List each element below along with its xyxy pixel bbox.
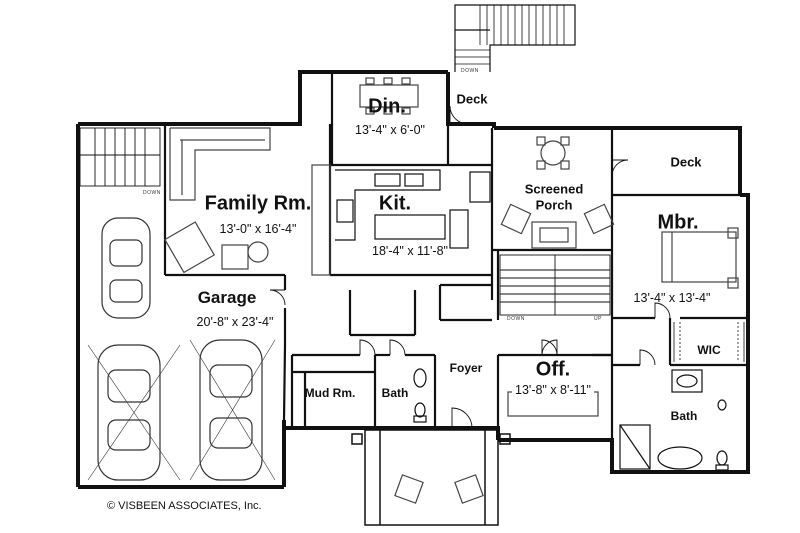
kitchen-counters: [335, 169, 491, 249]
wic-shelves: [673, 322, 745, 362]
room-garage-dims: 20'-8" x 23'-4": [193, 315, 277, 329]
room-office-label: Off.: [532, 358, 574, 382]
room-master-bath-label: Bath: [670, 409, 698, 423]
room-office-dims: 13'-8" x 8'-11": [512, 383, 594, 397]
room-screened-label-1: Screened: [524, 181, 584, 197]
room-office-label-text: Off.: [532, 358, 574, 381]
room-deck-top-label: Deck: [456, 91, 488, 107]
half-bath-fixtures: [413, 368, 427, 423]
door-swings: [269, 105, 671, 429]
interior-stair: [499, 254, 611, 316]
dining-table: [359, 77, 419, 115]
room-wic-label: WIC: [697, 343, 721, 357]
room-garage-label-text: Garage: [194, 288, 260, 307]
deck-right: [611, 128, 741, 195]
room-master-dims: 13'-4" x 13'-4": [633, 291, 711, 305]
room-master-label: Mbr.: [657, 211, 699, 234]
stair-up-label-interior: UP: [594, 316, 602, 322]
room-kitchen-dims: 18'-4" x 11'-8": [372, 244, 448, 258]
master-bed: [661, 227, 739, 289]
room-family-dims: 13'-0" x 16'-4": [219, 222, 297, 236]
copyright-text: © VISBEEN ASSOCIATES, Inc.: [107, 500, 262, 512]
room-half-bath-label: Bath: [381, 386, 409, 400]
room-garage-label: Garage: [194, 288, 260, 308]
room-screened-label-2: Porch: [535, 197, 573, 213]
stair-down-label-interior: DOWN: [507, 316, 525, 322]
room-office-dims-text: 13'-8" x 8'-11": [512, 383, 594, 397]
family-furniture: [164, 127, 331, 276]
garage-cars: [87, 217, 276, 481]
room-dining-label: Din.: [368, 95, 406, 118]
front-porch: [351, 429, 511, 526]
front-chairs: [394, 474, 484, 504]
garage-stair: [79, 127, 161, 187]
room-deck-right-label: Deck: [670, 154, 702, 170]
interior-walls: [163, 72, 748, 440]
room-kitchen-label: Kit.: [378, 192, 412, 215]
exterior-stair: [454, 4, 576, 72]
stair-down-label-garage: DOWN: [143, 190, 161, 196]
room-dining-dims: 13'-4" x 6'-0": [355, 123, 425, 137]
bath-fixtures: [619, 369, 729, 471]
room-family-label: Family Rm.: [204, 192, 312, 215]
room-garage-dims-text: 20'-8" x 23'-4": [193, 315, 277, 329]
porch-furniture: [500, 136, 615, 249]
stair-down-label-deck: DOWN: [461, 68, 479, 74]
room-mud-label: Mud Rm.: [304, 386, 356, 400]
room-foyer-label: Foyer: [449, 361, 483, 375]
